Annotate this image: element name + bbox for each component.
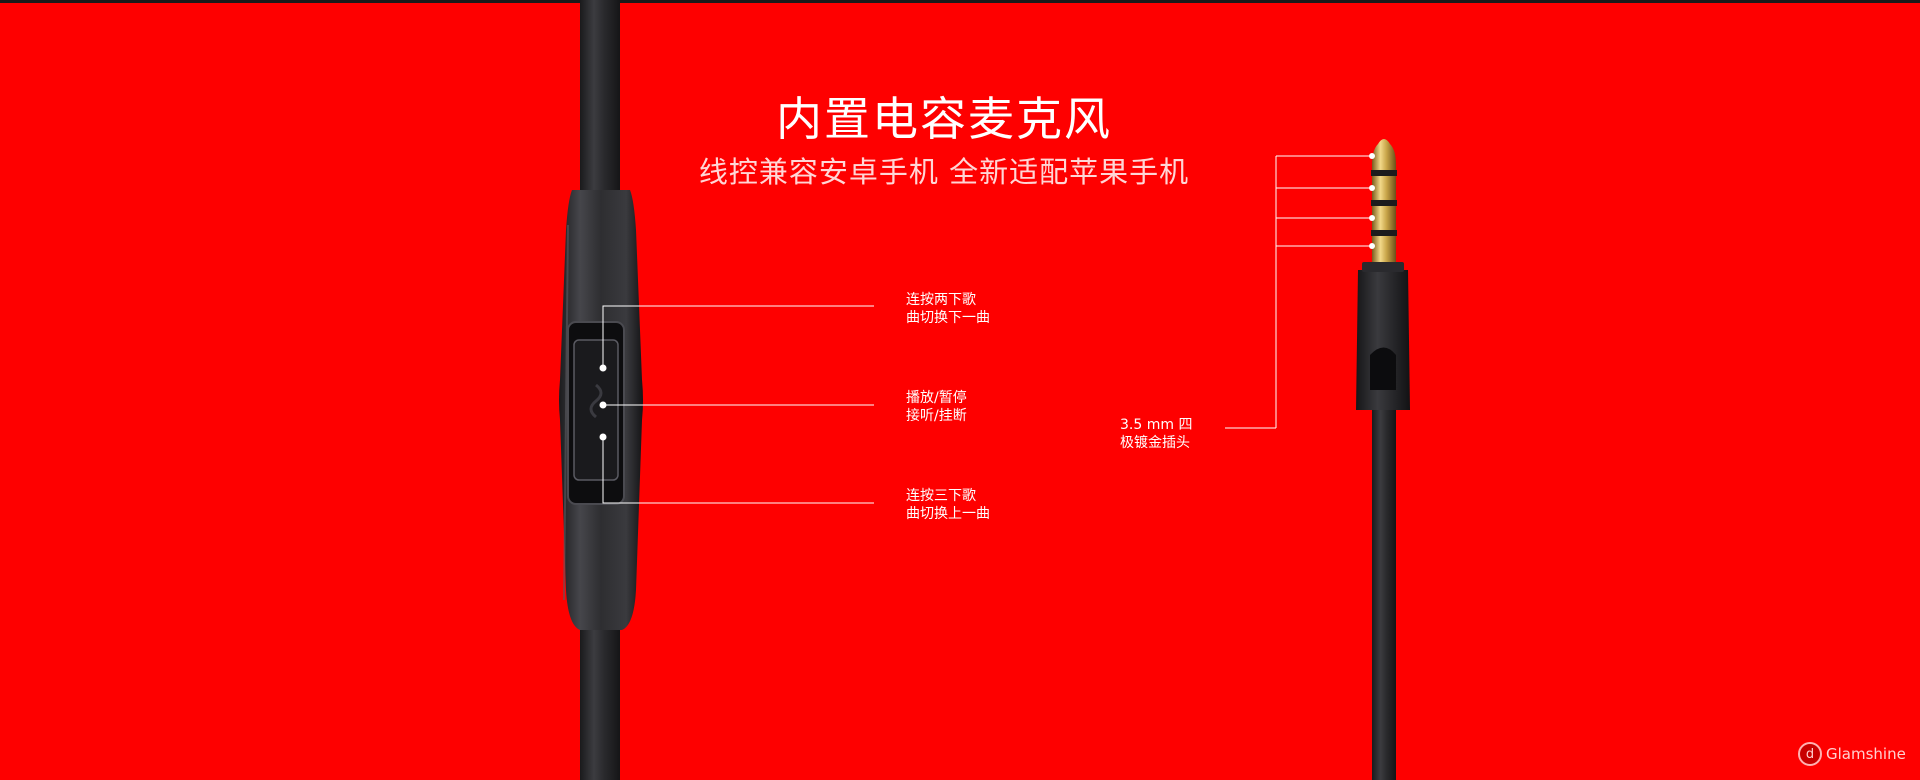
page-title: 内置电容麦克风 [776,92,1112,146]
leader-next [602,305,874,368]
brand-logo: d Glamshine [1798,742,1906,766]
plug-housing [1356,270,1410,410]
cable-right [1372,410,1396,780]
leader-prev [602,437,874,504]
annotation-previous-track: 连按三下歌 曲切换上一曲 [906,488,990,522]
brand-mark-icon: d [1798,742,1822,766]
cable-left-bottom [580,620,620,780]
annotation-play-pause: 播放/暂停 接听/挂断 [906,390,967,424]
top-border [0,0,1920,3]
cable-left-top [580,0,620,200]
remote-highlight [563,224,569,601]
brand-name: Glamshine [1826,745,1906,763]
headline-block: 内置电容麦克风 线控兼容安卓手机 全新适配苹果手机 [0,96,1904,187]
remote-button-groove [589,383,603,419]
annotation-plug: 3.5 mm 四 极镀金插头 [1120,417,1193,451]
page-subtitle: 线控兼容安卓手机 全新适配苹果手机 [698,155,1190,189]
annotation-next-track: 连按两下歌 曲切换下一曲 [906,292,990,326]
